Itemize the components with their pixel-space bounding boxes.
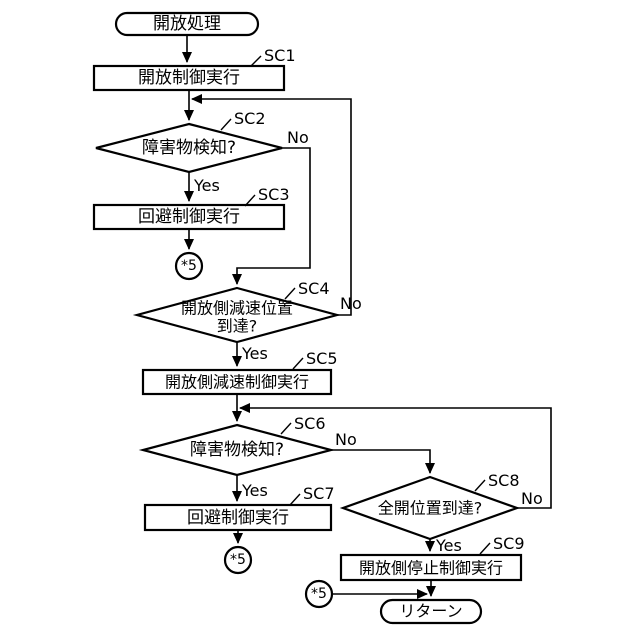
sc5-label: 開放側減速制御実行	[165, 373, 309, 392]
node-connector-1: *5	[174, 251, 204, 281]
edge-sc4-no-loopback	[191, 94, 352, 316]
start-terminal	[114, 11, 260, 37]
sc2-leader-line	[220, 118, 232, 131]
sc8-decision-diamond	[339, 475, 521, 541]
sc6-decision-diamond	[138, 423, 336, 477]
node-start: 開放処理	[114, 11, 260, 37]
sc2-no-label: No	[287, 128, 309, 147]
edge-sc6-no-sc8	[331, 449, 435, 474]
sc7-step-id: SC7	[303, 484, 335, 503]
sc9-leader-line	[479, 542, 491, 555]
sc4-decision-diamond	[132, 286, 342, 344]
connector-label: *5	[181, 258, 197, 274]
sc2-yes-label: Yes	[193, 176, 220, 195]
sc1-step-id: SC1	[264, 46, 296, 65]
sc9-process-box	[339, 553, 523, 582]
sc1-process-box	[92, 64, 286, 92]
node-connector-3: *5	[304, 579, 334, 609]
sc7-label: 回避制御実行	[187, 508, 289, 528]
node-connector-2: *5	[223, 545, 253, 575]
sc4-yes-label: Yes	[241, 344, 268, 363]
sc7-process-box	[143, 503, 333, 532]
connector-circle	[304, 579, 334, 609]
sc6-step-id: SC6	[294, 414, 326, 433]
sc8-no-label: No	[521, 489, 543, 508]
sc9-label: 開放側停止制御実行	[359, 559, 503, 578]
sc4-label-line1: 開放側減速位置	[181, 299, 293, 318]
sc2-label: 障害物検知?	[142, 138, 236, 158]
sc8-label: 全開位置到達?	[378, 499, 483, 518]
sc6-label: 障害物検知?	[190, 440, 284, 460]
end-label: リターン	[399, 602, 462, 621]
node-sc1: 開放制御実行 SC1	[92, 46, 296, 92]
sc6-no-label: No	[335, 430, 357, 449]
end-terminal	[379, 598, 483, 625]
connector-label: *5	[311, 586, 327, 602]
sc6-yes-label: Yes	[241, 481, 268, 500]
node-sc3: 回避制御実行 SC3	[92, 185, 290, 231]
start-label: 開放処理	[153, 14, 221, 34]
connector-circle	[223, 545, 253, 575]
sc1-label: 開放制御実行	[138, 68, 240, 88]
node-sc6: 障害物検知? SC6 Yes No	[138, 414, 357, 500]
sc5-process-box	[141, 368, 333, 396]
sc8-leader-line	[474, 479, 486, 492]
sc4-no-label: No	[340, 294, 362, 313]
sc5-step-id: SC5	[306, 349, 338, 368]
sc6-leader-line	[280, 422, 292, 435]
sc4-step-id: SC4	[298, 279, 330, 298]
sc4-label-line2: 到達?	[217, 317, 258, 336]
node-sc8: 全開位置到達? SC8 Yes No	[339, 471, 543, 555]
sc3-step-id: SC3	[258, 185, 290, 204]
sc5-leader-line	[292, 357, 304, 370]
sc3-label: 回避制御実行	[138, 207, 240, 227]
sc4-leader-line	[284, 287, 296, 300]
sc8-yes-label: Yes	[435, 536, 462, 555]
node-sc9: 開放側停止制御実行 SC9	[339, 534, 525, 582]
edge-sc2-no-sc4	[232, 147, 311, 285]
sc2-step-id: SC2	[234, 109, 266, 128]
sc8-step-id: SC8	[488, 471, 520, 490]
sc3-leader-line	[244, 194, 256, 207]
sc9-step-id: SC9	[493, 534, 525, 553]
sc2-decision-diamond	[95, 122, 283, 174]
node-end: リターン	[379, 598, 483, 625]
sc7-leader-line	[289, 493, 301, 506]
node-sc7: 回避制御実行 SC7	[143, 484, 335, 532]
connector-circle	[174, 251, 204, 281]
sc3-process-box	[92, 203, 286, 231]
edge-sc8-no-loopback	[239, 403, 552, 509]
node-sc2: 障害物検知? SC2 Yes No	[95, 109, 309, 195]
connector-label: *5	[230, 552, 246, 568]
node-sc4: 開放側減速位置 到達? SC4 Yes No	[132, 279, 362, 363]
node-sc5: 開放側減速制御実行 SC5	[141, 349, 338, 396]
sc1-leader-line	[250, 55, 262, 67]
